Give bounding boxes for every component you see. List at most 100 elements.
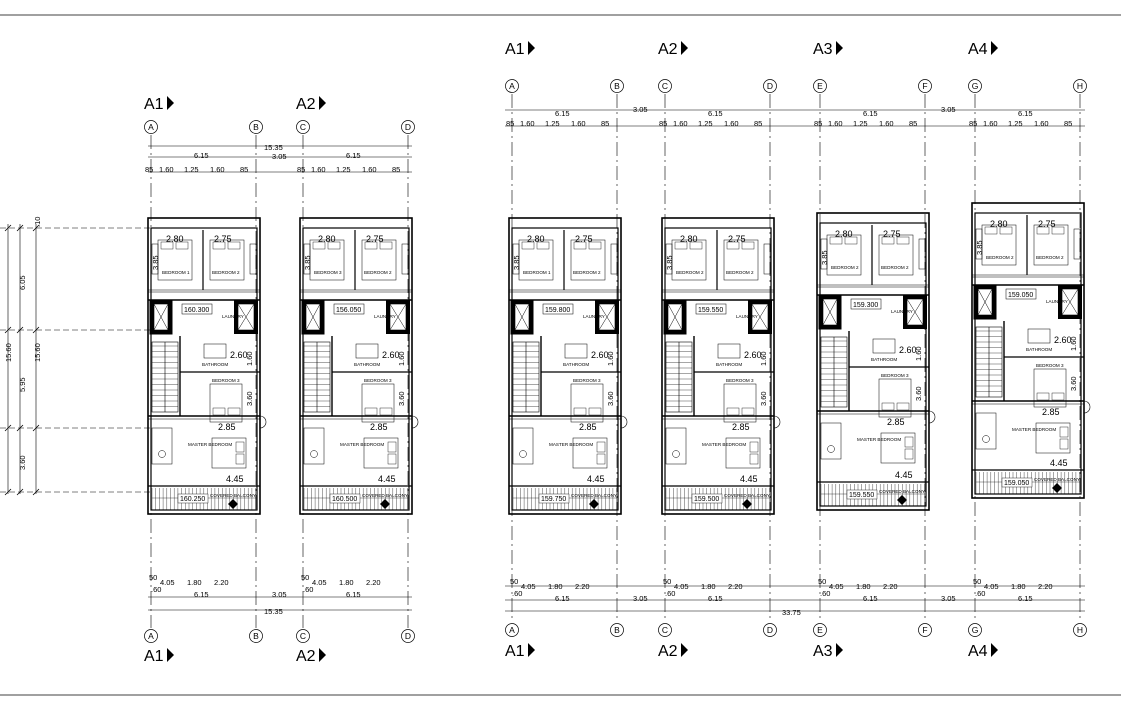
- bath-width-dim: 2.60: [382, 350, 400, 360]
- laundry-label: LAUNDRY: [1046, 299, 1068, 304]
- bottom-tiny-dim: .60: [512, 589, 522, 598]
- grid-bubble: [658, 79, 672, 93]
- section-arrow: [836, 41, 843, 55]
- bath-depth-dim: 1.60: [245, 351, 254, 366]
- gap-width-dim-bottom: 3.05: [941, 594, 956, 603]
- bedroom3-label: BEDROOM 3: [1036, 363, 1064, 368]
- master-label: MASTER BEDROOM: [1012, 427, 1056, 432]
- grid-bubble: [918, 79, 932, 93]
- bathroom-label: BATHROOM: [871, 357, 897, 362]
- grid-bubble: [1073, 623, 1087, 637]
- section-arrow: [681, 643, 688, 657]
- bottom-chain-dim: 2.20: [366, 578, 381, 587]
- bottom-tiny-dim: .60: [975, 589, 985, 598]
- level-tag: 156.050: [336, 307, 361, 314]
- bottom-chain-dim: 2.20: [1038, 582, 1053, 591]
- bed-right-dim: 2.75: [575, 234, 593, 244]
- bath-width-dim: 2.60: [744, 350, 762, 360]
- laundry-label: LAUNDRY: [891, 309, 913, 314]
- bath-width-dim: 2.60: [591, 350, 609, 360]
- level-tag: 159.300: [853, 302, 878, 309]
- balcony-level: 160.500: [332, 496, 357, 503]
- top-chain-dim: 1.60: [210, 165, 225, 174]
- top-chain-dim: 85: [909, 119, 917, 128]
- top-chain-dim: 1.60: [571, 119, 586, 128]
- bottom-chain-dim: 50: [510, 577, 518, 586]
- height-seg-upper: 6.05: [18, 275, 27, 290]
- grid-bubble: [505, 79, 519, 93]
- master-label: MASTER BEDROOM: [549, 442, 593, 447]
- balcony-label: COVERED BALCONY: [362, 493, 408, 498]
- bath-depth-dim: 1.60: [759, 351, 768, 366]
- bath-width-dim: 2.60: [230, 350, 248, 360]
- grid-bubble-label: F: [922, 81, 927, 91]
- bed-right-dim: 2.75: [883, 229, 901, 239]
- grid-bubble-label: D: [405, 122, 411, 132]
- bed3-width-dim: 2.85: [218, 422, 236, 432]
- overall-width-right: 33.75: [782, 608, 801, 617]
- master-width-dim: 4.45: [587, 474, 605, 484]
- grid-bubble-label: A: [148, 122, 154, 132]
- bottom-chain-dim: 4.05: [984, 582, 999, 591]
- grid-bubble-label: F: [922, 625, 927, 635]
- balcony-label: COVERED BALCONY: [571, 493, 617, 498]
- grid-bubble-label: C: [300, 631, 306, 641]
- bedroom-left-label: BEDROOM 2: [986, 255, 1014, 260]
- bathroom-label: BATHROOM: [563, 362, 589, 367]
- bed-depth-dim: 3.85: [512, 255, 521, 270]
- unit-width-dim-bottom: 6.15: [708, 594, 723, 603]
- laundry-label: LAUNDRY: [736, 314, 758, 319]
- section-arrow: [836, 643, 843, 657]
- top-chain-dim: 1.60: [520, 119, 535, 128]
- bottom-chain-dim: 1.80: [548, 582, 563, 591]
- bedroom-left-label: BEDROOM 3: [314, 270, 342, 275]
- bed-right-dim: 2.75: [366, 234, 384, 244]
- balcony-level: 159.750: [541, 496, 566, 503]
- gap-width-dim: 3.05: [941, 105, 956, 114]
- top-chain-dim: 1.25: [184, 165, 199, 174]
- grid-bubble-label: C: [300, 122, 306, 132]
- laundry-label: LAUNDRY: [222, 314, 244, 319]
- bedroom-left-label: BEDROOM 1: [523, 270, 551, 275]
- section-label: A1: [144, 648, 164, 665]
- bed3-depth-dim: 3.60: [1069, 376, 1078, 391]
- balcony-level: 159.050: [1004, 480, 1029, 487]
- grid-bubble: [1073, 79, 1087, 93]
- bathroom-label: BATHROOM: [1026, 347, 1052, 352]
- top-chain-dim: 85: [392, 165, 400, 174]
- grid-bubble: [296, 120, 310, 134]
- grid-bubble-label: C: [662, 625, 668, 635]
- balcony-level: 159.550: [849, 492, 874, 499]
- grid-bubble-label: B: [614, 81, 620, 91]
- unit-width-dim: 6.15: [346, 151, 361, 160]
- grid-bubble-label: D: [767, 81, 773, 91]
- overall-width-left-bottom: 15.35: [264, 607, 283, 616]
- grid-bubble: [610, 623, 624, 637]
- top-chain-dim: 1.25: [698, 119, 713, 128]
- bottom-chain-dim: 50: [663, 577, 671, 586]
- laundry-label: LAUNDRY: [374, 314, 396, 319]
- laundry-label: LAUNDRY: [583, 314, 605, 319]
- grid-bubble-label: A: [509, 81, 515, 91]
- bathroom-label: BATHROOM: [354, 362, 380, 367]
- bottom-chain-dim: 1.80: [701, 582, 716, 591]
- bottom-chain-dim: 2.20: [575, 582, 590, 591]
- unit-width-dim: 6.15: [194, 151, 209, 160]
- bed-left-dim: 2.80: [318, 234, 336, 244]
- grid-bubble-label: D: [405, 631, 411, 641]
- top-chain-dim: 1.25: [1008, 119, 1023, 128]
- bed-left-dim: 2.80: [527, 234, 545, 244]
- top-chain-dim: 85: [814, 119, 822, 128]
- section-label: A2: [296, 648, 316, 665]
- section-arrow: [528, 643, 535, 657]
- bathroom-label: BATHROOM: [202, 362, 228, 367]
- bottom-chain-dim: 2.20: [883, 582, 898, 591]
- balcony-label: COVERED BALCONY: [210, 493, 256, 498]
- top-chain-dim: 1.60: [1034, 119, 1049, 128]
- unit-width-dim-bottom: 6.15: [863, 594, 878, 603]
- master-width-dim: 4.45: [740, 474, 758, 484]
